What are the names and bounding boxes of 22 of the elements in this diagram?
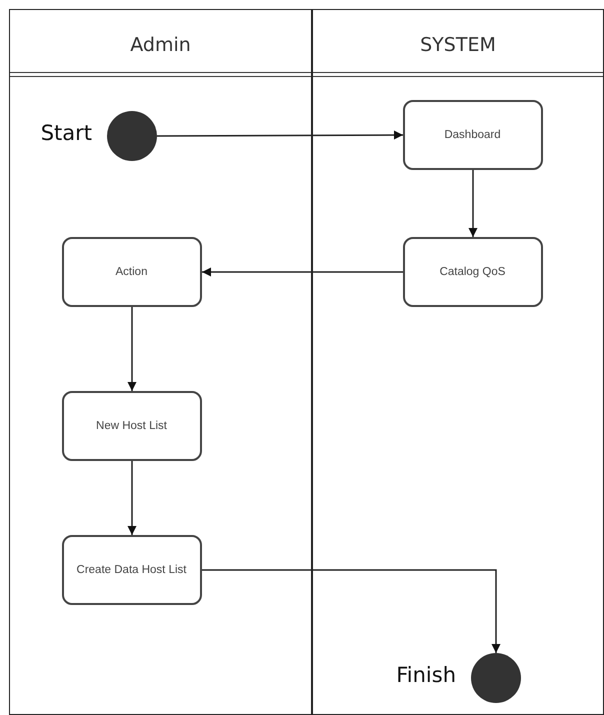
activity-box xyxy=(62,534,202,604)
activity-label: Action xyxy=(116,266,148,278)
activity-label: Catalog QoS xyxy=(440,266,506,278)
activity-label: New Host List xyxy=(96,420,167,432)
arrow xyxy=(128,461,136,535)
arrow xyxy=(128,307,136,391)
activity-label: Create Data Host List xyxy=(76,564,186,576)
activity-box xyxy=(62,390,202,460)
activity-box xyxy=(402,100,542,170)
arrow xyxy=(468,170,478,237)
lane-header: SYSTEM xyxy=(419,34,497,56)
activity-label: Dashboard xyxy=(444,128,501,140)
lane-header: Admin xyxy=(129,34,192,56)
node-caption: Start xyxy=(40,121,92,145)
arrow xyxy=(202,268,403,276)
swimlane xyxy=(312,9,604,715)
arrow xyxy=(157,130,403,140)
activity-box xyxy=(402,236,542,306)
arrow xyxy=(202,569,500,653)
node-caption: Finish xyxy=(396,663,456,687)
activity-box xyxy=(62,236,202,306)
swimlane xyxy=(9,9,312,715)
